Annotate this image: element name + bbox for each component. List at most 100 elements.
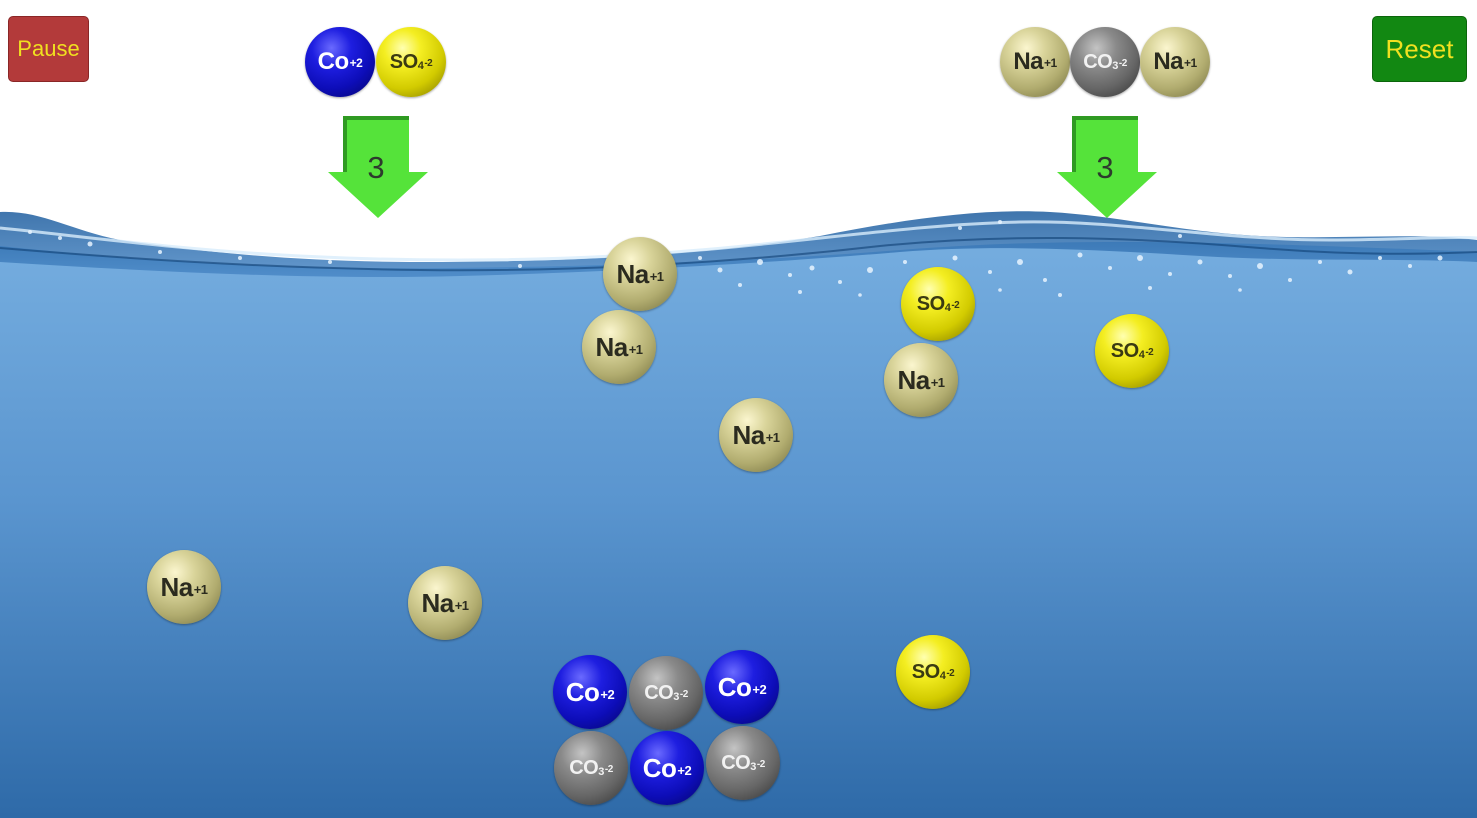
bubble — [867, 267, 873, 273]
ion-charge: +1 — [1184, 56, 1197, 71]
bubble — [1017, 259, 1023, 265]
bubble — [1148, 286, 1152, 290]
ion-charge: -2 — [604, 764, 613, 775]
bubble — [903, 260, 907, 264]
ion-symbol: Na — [616, 258, 649, 289]
ion-charge: -2 — [756, 759, 765, 770]
ion-label: Na+1 — [732, 419, 780, 451]
reset-button[interactable]: Reset — [1372, 16, 1467, 82]
bubble — [788, 273, 792, 277]
na-ion: Na+1 — [603, 237, 677, 311]
ion-symbol: CO — [644, 681, 674, 704]
ion-label: Na+1 — [1013, 48, 1057, 76]
pause-button[interactable]: Pause — [8, 16, 89, 82]
ion-symbol: SO — [916, 292, 945, 315]
ion-symbol: Na — [595, 331, 628, 362]
co-ion[interactable]: Co+2 — [305, 27, 375, 97]
dispenser-count: 3 — [1096, 150, 1114, 185]
ion-charge: +1 — [193, 581, 208, 597]
bubble — [87, 241, 93, 247]
bubble — [238, 256, 242, 260]
ion-symbol: Na — [1013, 48, 1043, 75]
ion-label: Na+1 — [616, 258, 664, 290]
bubble — [28, 230, 32, 234]
bubble — [1168, 272, 1172, 276]
ion-charge: -2 — [679, 689, 688, 700]
ion-charge: +1 — [765, 429, 780, 445]
ion-subscript: 3 — [598, 765, 604, 778]
ion-charge: +2 — [677, 762, 692, 778]
bubble — [1437, 255, 1443, 261]
na-ion: Na+1 — [147, 550, 221, 624]
ion-symbol: Na — [1153, 48, 1183, 75]
bubble — [738, 283, 742, 287]
dispenser-count: 3 — [367, 150, 385, 185]
ion-charge: +1 — [454, 597, 469, 613]
pause-button-label: Pause — [17, 36, 80, 61]
ion-symbol: Na — [160, 571, 193, 602]
co-ion: Co+2 — [705, 650, 779, 724]
bubble — [757, 259, 763, 265]
ion-symbol: CO — [1083, 50, 1113, 73]
ion-symbol: Co — [717, 671, 752, 702]
ion-subscript: 3 — [673, 690, 679, 703]
bubble — [698, 256, 702, 260]
ion-charge: +1 — [930, 374, 945, 390]
ion-label: Na+1 — [897, 365, 945, 396]
bubble — [798, 290, 802, 294]
down-arrow-icon — [1057, 116, 1157, 218]
bubble — [958, 226, 962, 230]
ion-charge: +1 — [628, 341, 643, 357]
bubble — [1288, 278, 1292, 282]
bubble — [998, 220, 1002, 224]
co-ion: Co+2 — [630, 731, 704, 805]
add-cobalt-sulfate-arrow[interactable]: 3 — [326, 114, 430, 220]
na-ion: Na+1 — [884, 343, 958, 417]
bubble — [1058, 293, 1062, 297]
ion-label: Na+1 — [595, 331, 643, 363]
bubble — [717, 267, 723, 273]
water-body — [0, 241, 1477, 818]
ion-symbol: Na — [732, 419, 765, 450]
ion-subscript: 3 — [1112, 59, 1118, 72]
bubble — [158, 250, 162, 254]
ion-charge: -2 — [1118, 58, 1127, 69]
ion-subscript: 4 — [944, 301, 951, 314]
down-arrow-icon — [328, 116, 428, 218]
na-ion[interactable]: Na+1 — [1000, 27, 1070, 97]
ion-charge: -2 — [424, 58, 433, 69]
ion-symbol: Co — [317, 48, 350, 75]
bubble — [1257, 263, 1263, 269]
bubble — [809, 265, 815, 271]
na-ion: Na+1 — [408, 566, 482, 640]
bubble — [1077, 252, 1083, 258]
bubble — [952, 255, 958, 261]
ion-label: Na+1 — [1153, 48, 1197, 76]
ion-symbol: Na — [421, 587, 454, 618]
bubble — [858, 293, 862, 297]
ion-charge: +2 — [349, 56, 363, 71]
ion-label: Co+2 — [718, 672, 767, 703]
bubble — [988, 270, 992, 274]
bubble — [58, 236, 62, 240]
bubble — [1108, 266, 1112, 270]
bubbles — [28, 220, 1443, 297]
add-sodium-carbonate-arrow[interactable]: 3 — [1055, 114, 1159, 220]
ion-charge: +2 — [600, 686, 615, 702]
bubble — [1318, 260, 1322, 264]
na-ion[interactable]: Na+1 — [1140, 27, 1210, 97]
